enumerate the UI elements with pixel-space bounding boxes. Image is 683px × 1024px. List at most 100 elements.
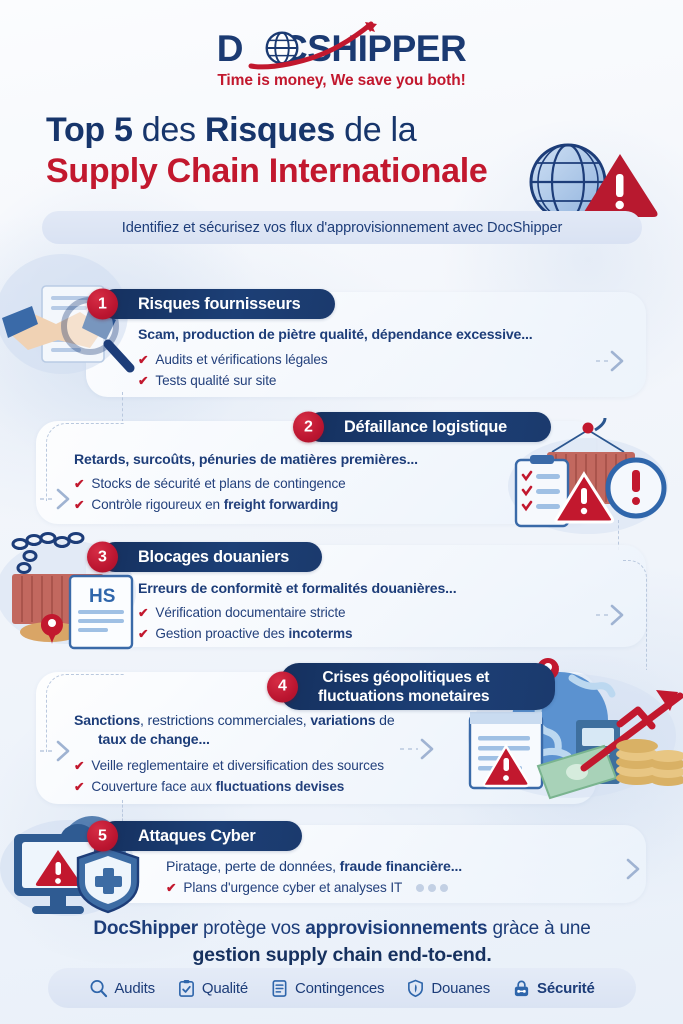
footer-tag-douanes[interactable]: Douanes	[406, 979, 490, 998]
check-icon: ✔	[138, 626, 149, 641]
list-item: ✔ Vérification documentaire stricte	[138, 603, 353, 624]
desc-part: taux de change...	[98, 731, 210, 747]
check-icon: ✔	[138, 353, 149, 367]
desc-part: Piratage, perte de données,	[166, 858, 340, 874]
title-line-1: Top 5 des Risques de la	[46, 110, 606, 150]
connector-dashed	[122, 392, 123, 422]
risk-2-bullets: ✔ Stocks de sécurité et plans de conting…	[74, 474, 346, 515]
risk-title: Défaillance logistique	[344, 418, 507, 436]
check-icon: ✔	[74, 497, 85, 512]
shield-icon	[408, 979, 424, 997]
progress-dots	[416, 884, 449, 892]
check-icon: ✔	[138, 373, 149, 388]
list-item: ✔ Stocks de sécurité et plans de conting…	[74, 474, 346, 495]
logo-wordmark: D CSHIPPER	[217, 21, 467, 70]
risk-number-badge: 1	[87, 288, 118, 320]
risk-3-description: Erreurs de conformitè et formalités doua…	[138, 580, 457, 596]
title-risques: Risques	[204, 111, 336, 149]
chevron-right-icon[interactable]	[620, 856, 646, 882]
footer-tag-contingences[interactable]: Contingences	[270, 979, 385, 998]
list-item: ✔ Tests qualité sur site	[138, 371, 328, 392]
check-icon: ✔	[166, 881, 177, 895]
document-lines-icon	[272, 979, 287, 997]
risk-number-badge: 2	[293, 411, 324, 443]
chevron-right-icon[interactable]	[596, 602, 630, 628]
connector-dashed	[46, 423, 124, 501]
risk-title: Risques fournisseurs	[138, 295, 301, 313]
footer-tag-label: Douanes	[431, 979, 491, 997]
bullet-text: Vérification documentaire stricte	[155, 605, 346, 620]
logo-text-cshipper: CSHIPPER	[281, 28, 467, 69]
check-icon: ✔	[74, 477, 85, 491]
connector-dashed	[623, 560, 647, 670]
title-des: des	[132, 111, 205, 149]
risk-4-header[interactable]: 4 Crises géopolitiques et fluctuations m…	[267, 663, 555, 710]
risk-3-header[interactable]: 3 Blocages douaniers	[87, 541, 322, 573]
check-icon: ✔	[74, 759, 85, 773]
risk-4-bullets: ✔ Veille reglementaire et diversificatio…	[74, 756, 384, 797]
risk-4-description: Sanctions, restrictions commerciales, va…	[74, 711, 454, 749]
risk-5-bullets: ✔ Plans d'urgence cyber et analyses IT	[166, 878, 449, 899]
lock-icon	[514, 980, 529, 996]
risk-2-header[interactable]: 2 Défaillance logistique	[293, 411, 551, 443]
title-line-2: Supply Chain Internationale	[46, 152, 488, 190]
chevron-right-icon[interactable]	[596, 348, 630, 374]
warning-triangle-icon	[583, 154, 658, 217]
risk-1-description: Scam, production de piètre qualité, dépe…	[138, 326, 533, 342]
risk-number-badge: 5	[87, 820, 118, 852]
footer-tag-qualite[interactable]: Qualité	[177, 979, 248, 998]
list-item: ✔ Gestion proactive des incoterms	[138, 624, 353, 645]
subtitle-banner: Identifiez et sécurisez vos flux d'appro…	[42, 211, 642, 244]
title-top5: Top 5	[46, 111, 133, 149]
desc-part: fraude financière...	[339, 858, 462, 874]
footer-tag-label: Audits	[114, 979, 155, 997]
footer-tag-label: Qualité	[201, 979, 249, 997]
conclusion-line-2: gestion supply chain end-to-end.	[192, 944, 492, 966]
bullet-text: Audits et vérifications légales	[155, 352, 328, 367]
page-title: Top 5 des Risques de la Supply Chain Int…	[46, 110, 606, 192]
conclusion-part: DocShipper	[93, 918, 198, 939]
footer-tag-label: Sécurité	[537, 979, 595, 997]
risk-5-description: Piratage, perte de données, fraude finan…	[166, 857, 616, 876]
connector-dashed	[618, 520, 619, 550]
conclusion-part: gràce à une	[487, 918, 591, 939]
bullet-text: Couverture face aux fluctuations devises	[91, 778, 345, 794]
chevron-right-icon[interactable]	[40, 738, 76, 764]
globe-icon	[265, 31, 299, 65]
conclusion-block: DocShipper protège vos approvisionnement…	[40, 916, 644, 968]
footer-tag-label: Contingences	[295, 979, 385, 997]
desc-part: de	[375, 712, 395, 728]
risk-2-description: Retards, surcoûts, pénuries de matières …	[74, 451, 418, 467]
connector-dashed	[122, 800, 123, 826]
magnifier-icon	[90, 979, 108, 997]
chevron-right-icon[interactable]	[400, 736, 440, 762]
conclusion-line-1: DocShipper protège vos approvisionnement…	[40, 916, 644, 942]
connector-dashed	[46, 674, 124, 752]
risk-number-badge: 3	[87, 541, 118, 573]
title-dela: de la	[335, 111, 417, 149]
risk-title: Blocages douaniers	[138, 548, 290, 566]
chevron-right-icon[interactable]	[40, 486, 76, 512]
footer-tag-audits[interactable]: Audits	[89, 979, 155, 998]
list-item: ✔ Veille reglementaire et diversificatio…	[74, 756, 384, 777]
logo-tagline: Time is money, We save you both!	[217, 72, 466, 89]
clipboard-check-icon	[178, 979, 194, 997]
footer-tag-securite[interactable]: Sécurité	[512, 979, 595, 998]
bullet-text: Veille reglementaire et diversification …	[91, 758, 384, 773]
conclusion-part: approvisionnements	[305, 918, 488, 939]
list-item: ✔ Couverture face aux fluctuations devis…	[74, 777, 384, 798]
list-item: ✔ Contròle rigoureux en freight forwardi…	[74, 495, 346, 516]
risk-title: Attaques Cyber	[138, 827, 256, 845]
globe-icon	[529, 143, 607, 221]
desc-part: Sanctions	[74, 712, 141, 728]
bullet-text: Contròle rigoureux en freight forwarding	[91, 496, 339, 512]
risk-3-bullets: ✔ Vérification documentaire stricte ✔ Ge…	[138, 603, 353, 644]
risk-title: Crises géopolitiques et fluctuations mon…	[318, 668, 490, 705]
check-icon: ✔	[138, 606, 149, 620]
risk-1-header[interactable]: 1 Risques fournisseurs	[87, 288, 335, 320]
risk-5-header[interactable]: 5 Attaques Cyber	[87, 820, 302, 852]
bullet-text: Gestion proactive des incoterms	[155, 625, 353, 641]
bullet-text: Tests qualité sur site	[155, 372, 277, 388]
airplane-swoosh-icon	[248, 21, 377, 70]
